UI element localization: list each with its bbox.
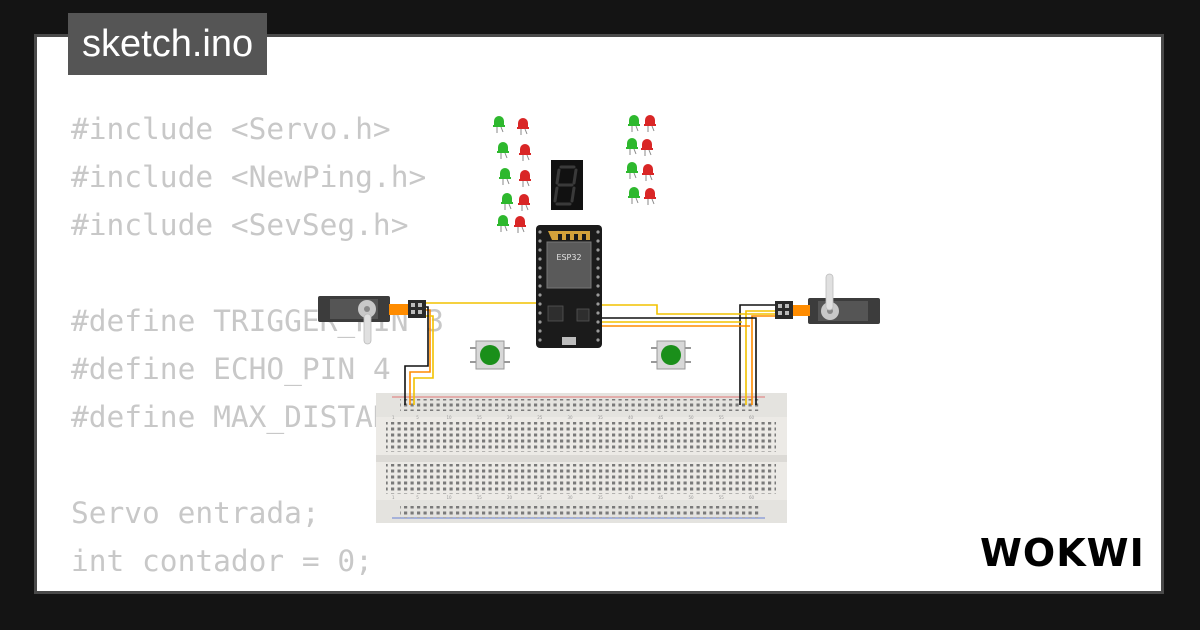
- code-line: int contador = 0;: [71, 544, 373, 578]
- breadboard-column-number: 30: [567, 415, 573, 420]
- breadboard-column-number: 40: [628, 495, 634, 500]
- breadboard-column-number: 35: [598, 495, 604, 500]
- led-green[interactable]: [626, 162, 638, 179]
- breadboard-column-number: 55: [719, 415, 725, 420]
- led-red[interactable]: [644, 188, 656, 205]
- breadboard-column-number: 45: [658, 495, 664, 500]
- code-line: #define ECHO_PIN 4: [71, 352, 391, 386]
- breadboard-column-number: 15: [477, 415, 483, 420]
- led-red[interactable]: [519, 170, 531, 187]
- breadboard-column-number: 60: [749, 495, 755, 500]
- led-green[interactable]: [626, 138, 638, 155]
- wires: [404, 302, 775, 405]
- led-red[interactable]: [518, 194, 530, 211]
- breadboard-column-number: 1: [392, 495, 395, 500]
- breadboard-column-number: 60: [749, 415, 755, 420]
- code-line: #include <NewPing.h>: [71, 160, 427, 194]
- breadboard-column-number: 20: [507, 495, 513, 500]
- led-red[interactable]: [514, 216, 526, 233]
- pushbutton-right[interactable]: [651, 340, 691, 370]
- servo-left[interactable]: [318, 296, 426, 345]
- seven-segment-display[interactable]: [551, 160, 583, 210]
- code-line: #include <Servo.h>: [71, 112, 391, 146]
- led-green[interactable]: [501, 193, 513, 210]
- breadboard-column-number: 15: [477, 495, 483, 500]
- led-green[interactable]: [628, 187, 640, 204]
- breadboard-column-number: 10: [446, 415, 452, 420]
- led-green[interactable]: [493, 116, 505, 133]
- breadboard-column-number: 10: [446, 495, 452, 500]
- breadboard-column-number: 45: [658, 415, 664, 420]
- breadboard-column-number: 30: [567, 495, 573, 500]
- led-red[interactable]: [519, 144, 531, 161]
- breadboard-column-number: 1: [392, 415, 395, 420]
- breadboard-column-number: 5: [416, 415, 419, 420]
- led-red[interactable]: [644, 115, 656, 132]
- code-preview: #include <Servo.h> #include <NewPing.h> #i…: [71, 105, 497, 591]
- led-group: [493, 115, 656, 233]
- breadboard-column-number: 40: [628, 415, 634, 420]
- led-green[interactable]: [497, 142, 509, 159]
- file-tab[interactable]: sketch.ino: [68, 13, 268, 75]
- code-line: #include <SevSeg.h>: [71, 208, 409, 242]
- led-red[interactable]: [641, 139, 653, 156]
- breadboard-column-number: 25: [537, 495, 543, 500]
- breadboard-column-number: 5: [416, 495, 419, 500]
- breadboard-column-number: 50: [688, 495, 694, 500]
- esp32-board[interactable]: ESP32: [536, 225, 602, 348]
- led-green[interactable]: [499, 168, 511, 185]
- wokwi-logo-text: WOKWI: [980, 531, 1145, 574]
- breadboard-column-number: 55: [719, 495, 725, 500]
- esp32-label: ESP32: [556, 253, 581, 262]
- servo-right[interactable]: [775, 273, 880, 324]
- led-green[interactable]: [628, 115, 640, 132]
- file-tab-label: sketch.ino: [82, 23, 254, 65]
- breadboard-column-number: 50: [688, 415, 694, 420]
- code-line: Servo entrada;: [71, 496, 320, 530]
- led-red[interactable]: [642, 164, 654, 181]
- breadboard-column-number: 20: [507, 415, 513, 420]
- led-red[interactable]: [517, 118, 529, 135]
- wokwi-logo: WOKWI: [978, 528, 1150, 575]
- breadboard-column-number: 25: [537, 415, 543, 420]
- breadboard-column-number: 35: [598, 415, 604, 420]
- led-green[interactable]: [497, 215, 509, 232]
- pushbutton-left[interactable]: [470, 340, 510, 370]
